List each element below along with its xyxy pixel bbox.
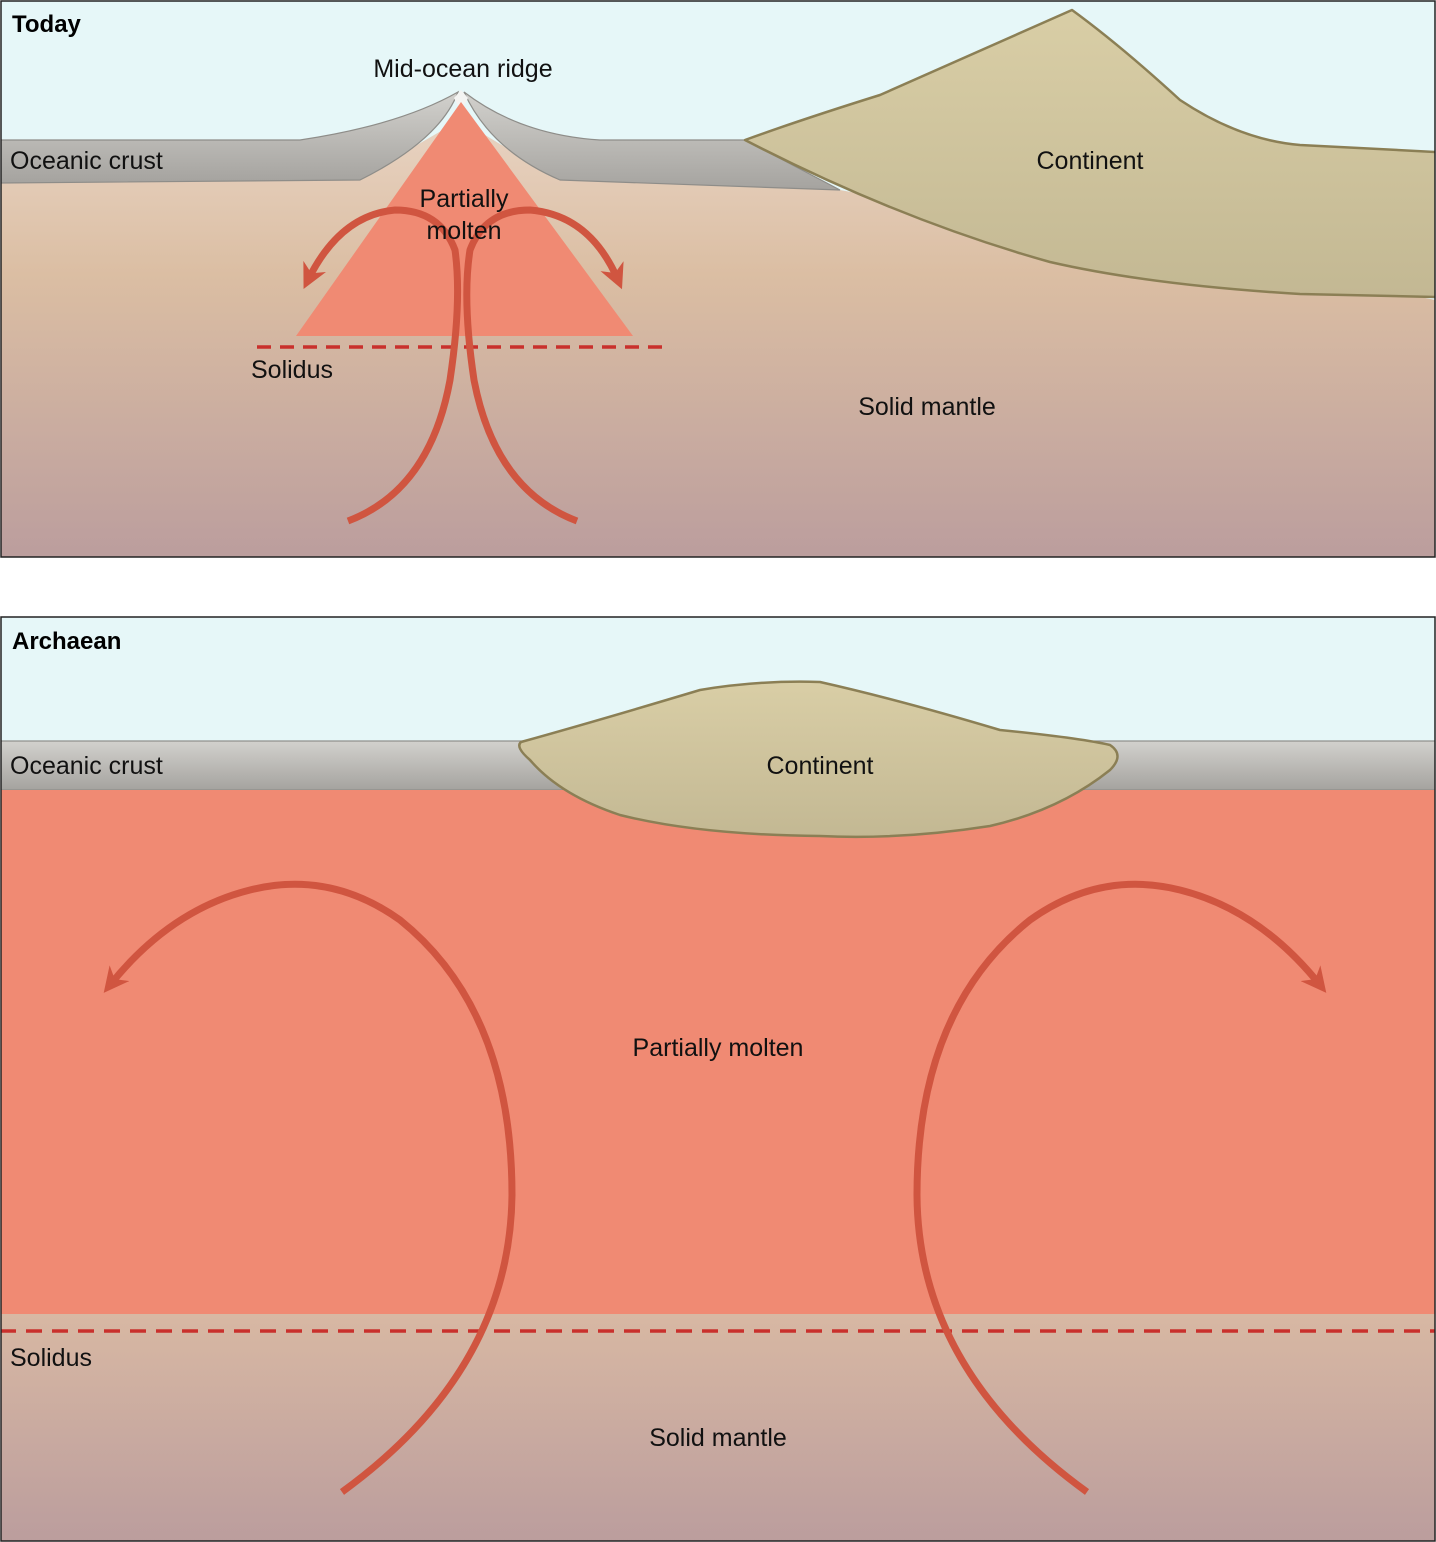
partially-molten-label-line2-today: molten: [426, 217, 501, 245]
solid-mantle-archaean: [1, 1313, 1435, 1541]
solidus-label-archaean: Solidus: [10, 1344, 92, 1372]
continent-label-today: Continent: [1036, 147, 1143, 175]
continent-label-archaean: Continent: [766, 752, 873, 780]
convection-arrow-left-archaean: [103, 880, 516, 1495]
continent-today: [743, 8, 1435, 299]
solidus-label-today: Solidus: [251, 356, 333, 384]
solid-mantle-label-archaean: Solid mantle: [649, 1424, 787, 1452]
oceanic-crust-label-today: Oceanic crust: [10, 147, 163, 175]
convection-arrow-right-archaean: [913, 880, 1327, 1495]
partially-molten-label-line1-today: Partially: [420, 185, 509, 213]
partial-melt-zone-today: [296, 102, 633, 336]
panel-title-today: Today: [12, 11, 82, 38]
partially-molten-label-archaean: Partially molten: [633, 1034, 804, 1062]
continent-archaean: [518, 680, 1119, 839]
solid-mantle-today: [1, 120, 1435, 557]
oceanic-crust-label-archaean: Oceanic crust: [10, 752, 163, 780]
convection-arrow-left-today: [303, 206, 462, 525]
panel-today: Today Mid-ocean ridge Oceanic crust Cont…: [1, 1, 1435, 557]
panel-title-archaean: Archaean: [12, 628, 121, 655]
mid-ocean-ridge-label: Mid-ocean ridge: [373, 55, 552, 83]
partial-melt-layer-archaean: [1, 790, 1435, 1314]
panel-frame-today: [0, 0, 1436, 558]
ridge-axis-today: [454, 90, 468, 112]
convection-arrow-right-today: [463, 206, 624, 525]
solid-mantle-label-today: Solid mantle: [858, 393, 996, 421]
oceanic-crust-left-today: [1, 90, 460, 184]
panel-frame-archaean: [0, 616, 1436, 1542]
panel-archaean: Archaean Oceanic crust Continent Partial…: [1, 617, 1435, 1541]
